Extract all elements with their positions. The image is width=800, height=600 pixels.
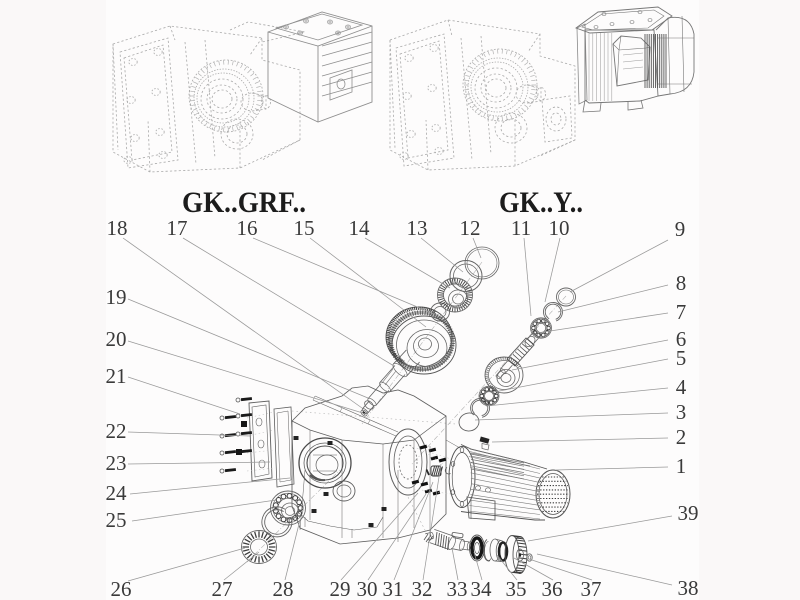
svg-text:29: 29 (330, 577, 351, 600)
svg-text:17: 17 (167, 216, 188, 240)
svg-text:16: 16 (237, 216, 258, 240)
svg-text:6: 6 (676, 327, 687, 351)
svg-text:7: 7 (676, 300, 687, 324)
svg-text:21: 21 (106, 364, 127, 388)
svg-text:34: 34 (471, 577, 493, 600)
svg-text:27: 27 (212, 577, 233, 600)
svg-text:3: 3 (676, 400, 687, 424)
svg-text:8: 8 (676, 271, 687, 295)
svg-text:22: 22 (106, 419, 127, 443)
svg-text:35: 35 (506, 577, 527, 600)
svg-text:39: 39 (678, 501, 699, 525)
svg-text:23: 23 (106, 451, 127, 475)
svg-text:33: 33 (447, 577, 468, 600)
svg-text:1: 1 (676, 454, 687, 478)
svg-text:30: 30 (357, 577, 378, 600)
svg-text:31: 31 (383, 577, 404, 600)
svg-text:13: 13 (407, 216, 428, 240)
svg-text:GK..GRF..: GK..GRF.. (182, 186, 306, 219)
svg-text:9: 9 (675, 217, 686, 241)
svg-text:20: 20 (106, 327, 127, 351)
svg-text:28: 28 (273, 577, 294, 600)
svg-text:37: 37 (581, 577, 602, 600)
svg-text:10: 10 (549, 216, 570, 240)
svg-text:11: 11 (511, 216, 531, 240)
svg-text:36: 36 (542, 577, 563, 600)
svg-text:25: 25 (106, 508, 127, 532)
svg-text:2: 2 (676, 425, 687, 449)
svg-text:38: 38 (678, 576, 699, 600)
svg-text:4: 4 (676, 375, 687, 399)
svg-text:12: 12 (460, 216, 481, 240)
svg-text:18: 18 (107, 216, 128, 240)
svg-text:19: 19 (106, 285, 127, 309)
svg-text:15: 15 (294, 216, 315, 240)
svg-text:14: 14 (349, 216, 371, 240)
svg-text:5: 5 (676, 346, 687, 370)
svg-text:24: 24 (106, 481, 128, 505)
svg-text:26: 26 (111, 577, 132, 600)
svg-text:GK..Y..: GK..Y.. (499, 186, 583, 219)
svg-text:32: 32 (412, 577, 433, 600)
